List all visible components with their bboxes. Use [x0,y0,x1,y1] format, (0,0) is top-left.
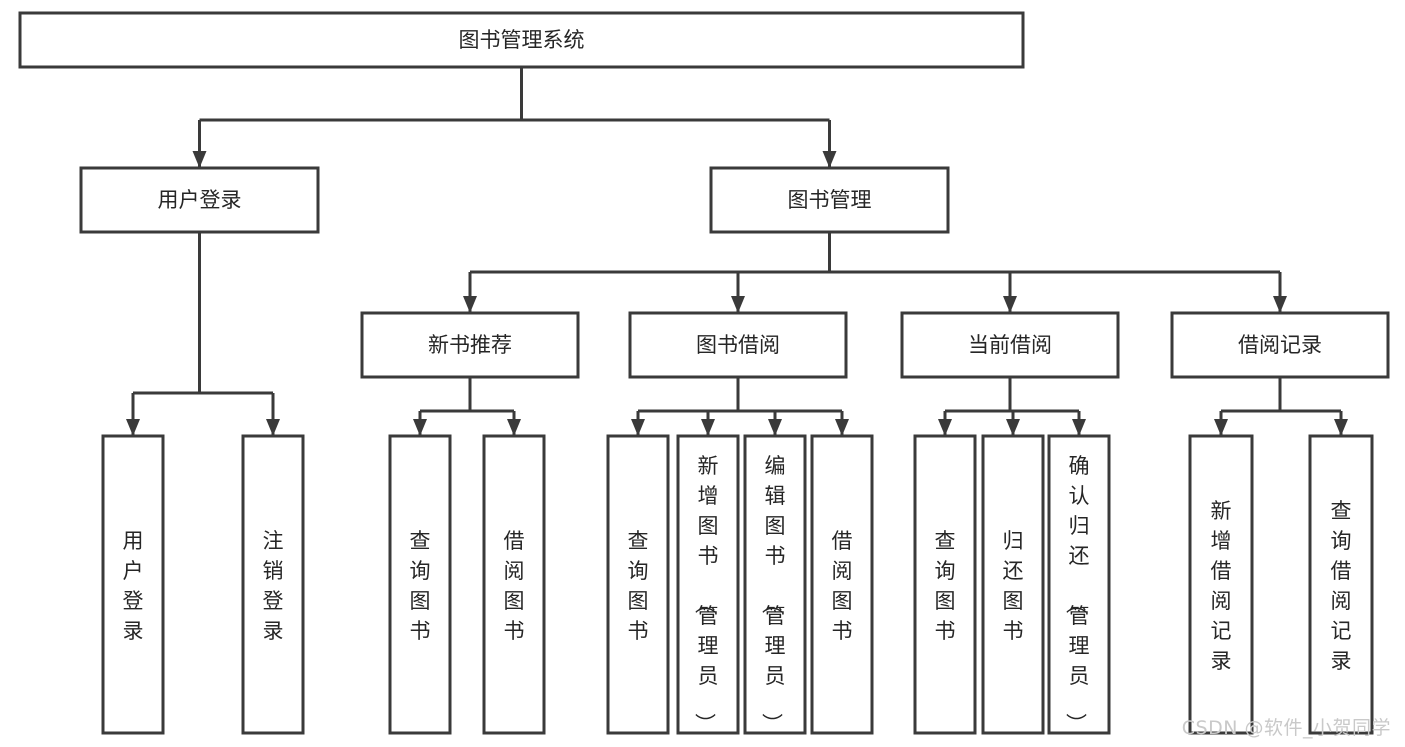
edge-arrowhead [463,296,477,313]
node-label: 确认归还（管理员） [1064,454,1090,734]
node-leaf-edit-book[interactable]: 编辑图书（管理员） [743,434,807,735]
edge-group-borrow-record [1214,377,1348,436]
node-label: 新增图书（管理员） [693,454,719,734]
edge-arrowhead [701,419,715,436]
edge-group-current-borrow [938,377,1086,436]
edge-group-root [192,67,837,168]
edge-arrowhead [822,151,837,168]
node-box [360,311,580,379]
watermark-label: CSDN @软件_小贺同学 [1181,717,1391,739]
node-box [79,166,320,234]
node-current-borrow[interactable]: 当前借阅 [900,311,1120,379]
node-box [743,434,807,735]
node-label: 查询图书 [628,529,649,643]
node-label: 归还图书 [1003,529,1024,643]
node-box [1047,434,1111,735]
edge-arrowhead [1273,296,1287,313]
node-label: 借阅记录 [1238,333,1322,357]
node-box [1188,434,1254,735]
node-box [388,434,452,735]
node-label: 用户登录 [158,188,242,212]
edge-group-new-book-rec [413,377,521,436]
edge-arrowhead [1072,419,1086,436]
edge-arrowhead [413,419,427,436]
node-box [101,434,165,735]
node-box [709,166,950,234]
node-leaf-query-book-3[interactable]: 查询图书 [913,434,977,735]
node-label: 当前借阅 [968,333,1052,357]
node-book-manage[interactable]: 图书管理 [709,166,950,234]
node-new-book-rec[interactable]: 新书推荐 [360,311,580,379]
node-leaf-user-login[interactable]: 用户登录 [101,434,165,735]
node-leaf-query-book-1[interactable]: 查询图书 [388,434,452,735]
edge-arrowhead [1006,419,1020,436]
node-leaf-add-book[interactable]: 新增图书（管理员） [676,434,740,735]
edge-arrowhead [768,419,782,436]
node-user-login[interactable]: 用户登录 [79,166,320,234]
node-box [913,434,977,735]
edges-layer [126,67,1348,436]
node-label: 用户登录 [123,529,144,643]
edge-group-user-login [126,232,280,436]
node-box [241,434,305,735]
nodes-layer: 图书管理系统用户登录图书管理新书推荐图书借阅当前借阅借阅记录用户登录注销登录查询… [18,11,1390,735]
node-book-borrow[interactable]: 图书借阅 [628,311,848,379]
node-label: 借阅图书 [832,529,853,643]
node-leaf-confirm-return[interactable]: 确认归还（管理员） [1047,434,1111,735]
node-label: 借阅图书 [504,529,525,643]
node-leaf-add-record[interactable]: 新增借阅记录 [1188,434,1254,735]
node-leaf-borrow-book-1[interactable]: 借阅图书 [482,434,546,735]
edge-arrowhead [126,419,140,436]
node-root[interactable]: 图书管理系统 [18,11,1025,69]
node-label: 图书借阅 [696,333,780,357]
edge-arrowhead [1334,419,1348,436]
edge-arrowhead [1003,296,1017,313]
node-leaf-return-book[interactable]: 归还图书 [981,434,1045,735]
node-borrow-record[interactable]: 借阅记录 [1170,311,1390,379]
node-box [18,11,1025,69]
node-label: 新增借阅记录 [1211,499,1232,673]
edge-group-book-borrow [631,377,849,436]
edge-arrowhead [192,151,207,168]
node-box [1170,311,1390,379]
edge-arrowhead [938,419,952,436]
node-box [900,311,1120,379]
node-label: 查询图书 [935,529,956,643]
node-label: 查询图书 [410,529,431,643]
node-box [482,434,546,735]
node-label: 查询借阅记录 [1331,499,1352,673]
edge-group-book-manage [463,232,1287,313]
edge-arrowhead [507,419,521,436]
edge-arrowhead [266,419,280,436]
edge-arrowhead [835,419,849,436]
edge-arrowhead [731,296,745,313]
node-box [810,434,874,735]
edge-arrowhead [631,419,645,436]
node-box [1308,434,1374,735]
edge-arrowhead [1214,419,1228,436]
node-label: 新书推荐 [428,333,512,357]
node-label: 图书管理系统 [459,28,585,52]
node-leaf-borrow-book-2[interactable]: 借阅图书 [810,434,874,735]
node-box [628,311,848,379]
node-label: 图书管理 [788,188,872,212]
node-leaf-query-book-2[interactable]: 查询图书 [606,434,670,735]
node-label: 编辑图书（管理员） [760,454,786,734]
node-box [676,434,740,735]
node-leaf-logout[interactable]: 注销登录 [241,434,305,735]
node-box [981,434,1045,735]
node-label: 注销登录 [263,529,284,643]
node-box [606,434,670,735]
node-leaf-query-record[interactable]: 查询借阅记录 [1308,434,1374,735]
